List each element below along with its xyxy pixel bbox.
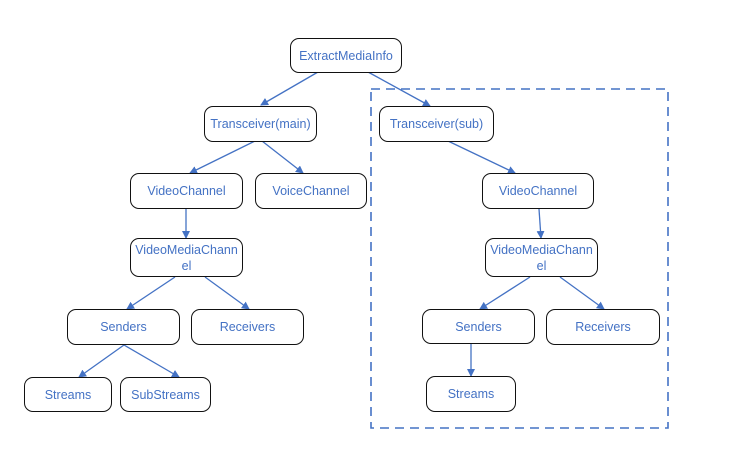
edge-extract-to-transceiver-main [260,71,319,106]
edge-extract-to-transceiver-sub [367,71,431,107]
node-receivers-main: Receivers [191,309,304,345]
edge-vmc-main-to-receivers [204,276,250,310]
node-senders-sub: Senders [422,309,535,344]
node-voice-channel: VoiceChannel [255,173,367,209]
edge-transceiver-main-to-voicechannel [261,140,304,174]
edge-transceiver-sub-to-videochannel [447,140,516,174]
node-transceiver-main: Transceiver(main) [204,106,317,142]
edge-vmc-sub-to-senders [479,276,531,310]
edge-senders-main-to-substreams [123,344,180,378]
node-video-channel-main: VideoChannel [130,173,243,209]
sub-transceiver-group-box [370,88,669,429]
edge-senders-main-to-streams [78,344,125,378]
edge-videochannel-sub-to-vmc-sub [536,208,545,239]
edge-transceiver-main-to-videochannel [189,140,256,174]
node-streams-sub: Streams [426,376,516,412]
node-video-media-channel-sub: VideoMediaChannel [485,238,598,277]
node-streams-main: Streams [24,377,112,412]
node-senders-main: Senders [67,309,180,345]
node-extract-media-info: ExtractMediaInfo [290,38,402,73]
node-video-media-channel-main: VideoMediaChannel [130,238,243,277]
edge-vmc-sub-to-receivers [559,276,605,310]
edge-vmc-main-to-senders [126,276,176,310]
node-substreams-main: SubStreams [120,377,211,412]
node-video-channel-sub: VideoChannel [482,173,594,209]
edges [78,71,605,378]
node-receivers-sub: Receivers [546,309,660,345]
node-transceiver-sub: Transceiver(sub) [379,106,494,142]
